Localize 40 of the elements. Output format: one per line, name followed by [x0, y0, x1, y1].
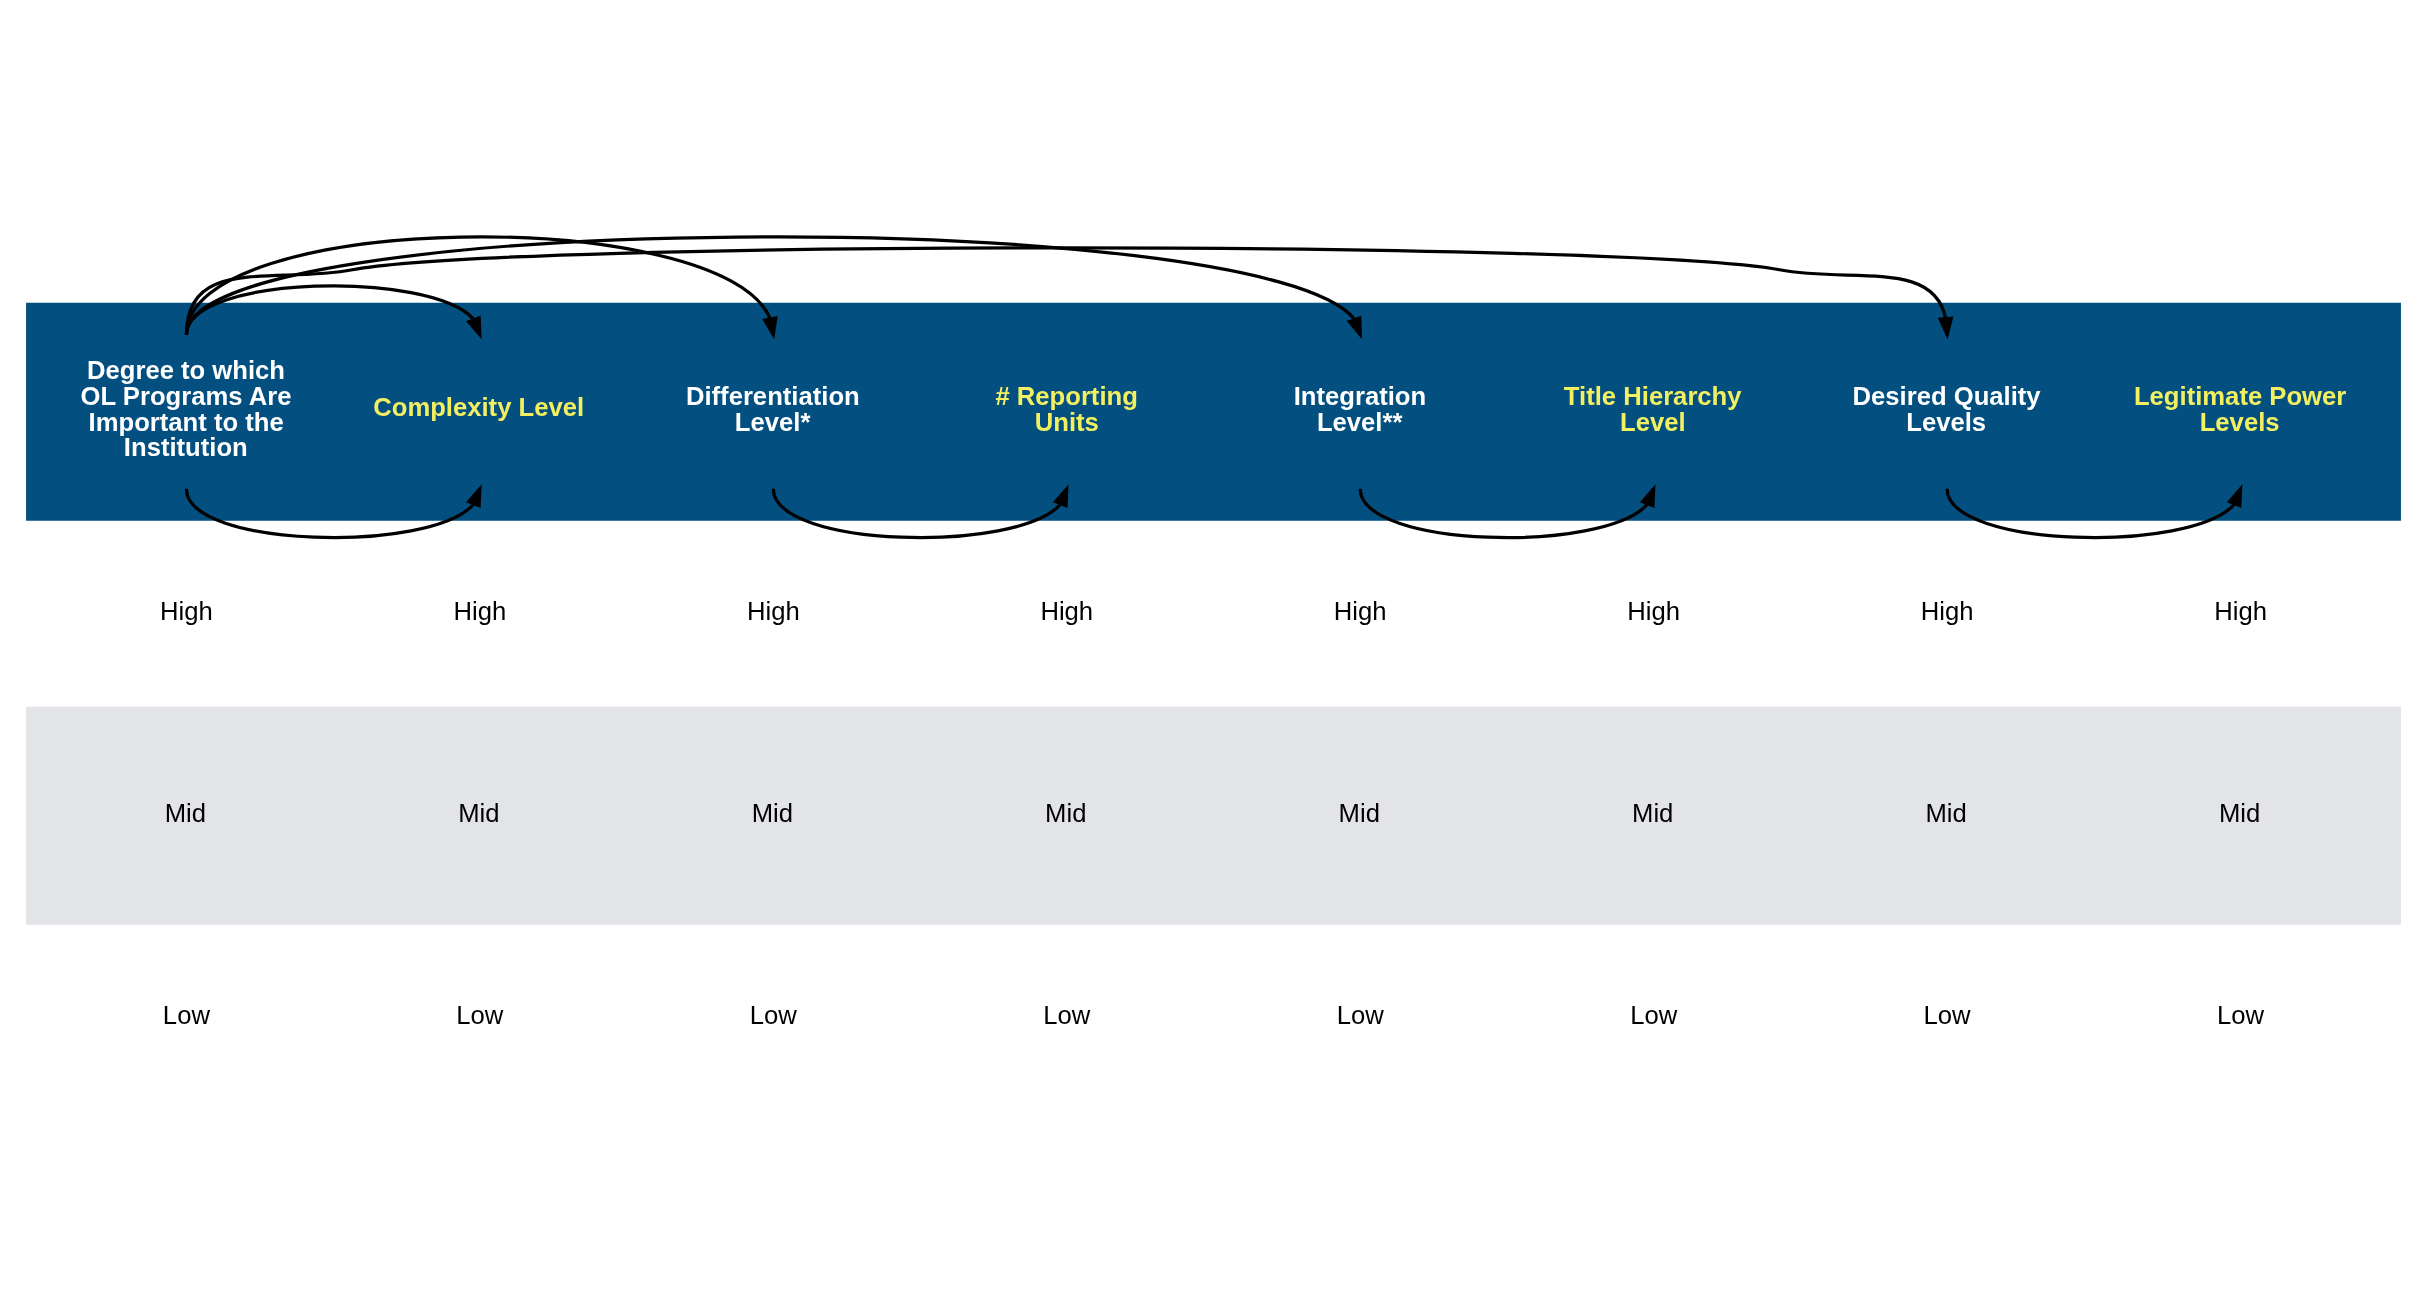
node-text: Mid	[2218, 798, 2261, 827]
label: Low	[1043, 1000, 1091, 1029]
node-text: Mid	[164, 798, 207, 827]
label: Low	[749, 1000, 797, 1029]
label: High	[1920, 596, 1974, 625]
cluster	[26, 302, 2401, 521]
label: High	[1040, 596, 1094, 625]
label: Low	[456, 1000, 504, 1029]
label: High	[160, 596, 213, 625]
arrow	[185, 235, 1362, 339]
node-text: Differentiation Level*	[685, 381, 860, 436]
node-text: Desired Quality Levels	[1852, 381, 2041, 436]
node-text: Mid	[1925, 798, 1967, 827]
label: Low	[1336, 1000, 1384, 1029]
label: High	[1627, 596, 1681, 625]
cluster	[26, 706, 2401, 925]
node-text: # Reporting Units	[995, 381, 1138, 436]
label: Low	[1630, 1000, 1678, 1029]
node-text: Integration Level**	[1293, 381, 1427, 436]
label: High	[2214, 596, 2267, 625]
node-text: Title Hierarchy Level	[1563, 381, 1742, 436]
node-text: Mid	[1338, 798, 1380, 827]
node-text: Mid	[1632, 798, 1674, 827]
arrow	[1358, 483, 1656, 539]
node-text: Mid	[1045, 798, 1087, 827]
node-text: Mid	[751, 798, 793, 827]
label: Low	[2217, 1000, 2265, 1029]
arrow	[184, 245, 1954, 340]
arrow	[1945, 483, 2243, 539]
arrow	[771, 483, 1069, 539]
node-text: Mid	[458, 798, 500, 827]
node-text: Legitimate Power Levels	[2133, 381, 2347, 436]
label: Low	[162, 1000, 210, 1029]
arrow	[184, 483, 482, 539]
node-text: Complexity Level	[373, 392, 585, 421]
node-text: Degree to which OL Programs Are Important to the Institution	[80, 355, 292, 461]
label: High	[1333, 596, 1387, 625]
label: High	[453, 596, 507, 625]
label: Low	[1923, 1000, 1971, 1029]
label: High	[746, 596, 800, 625]
